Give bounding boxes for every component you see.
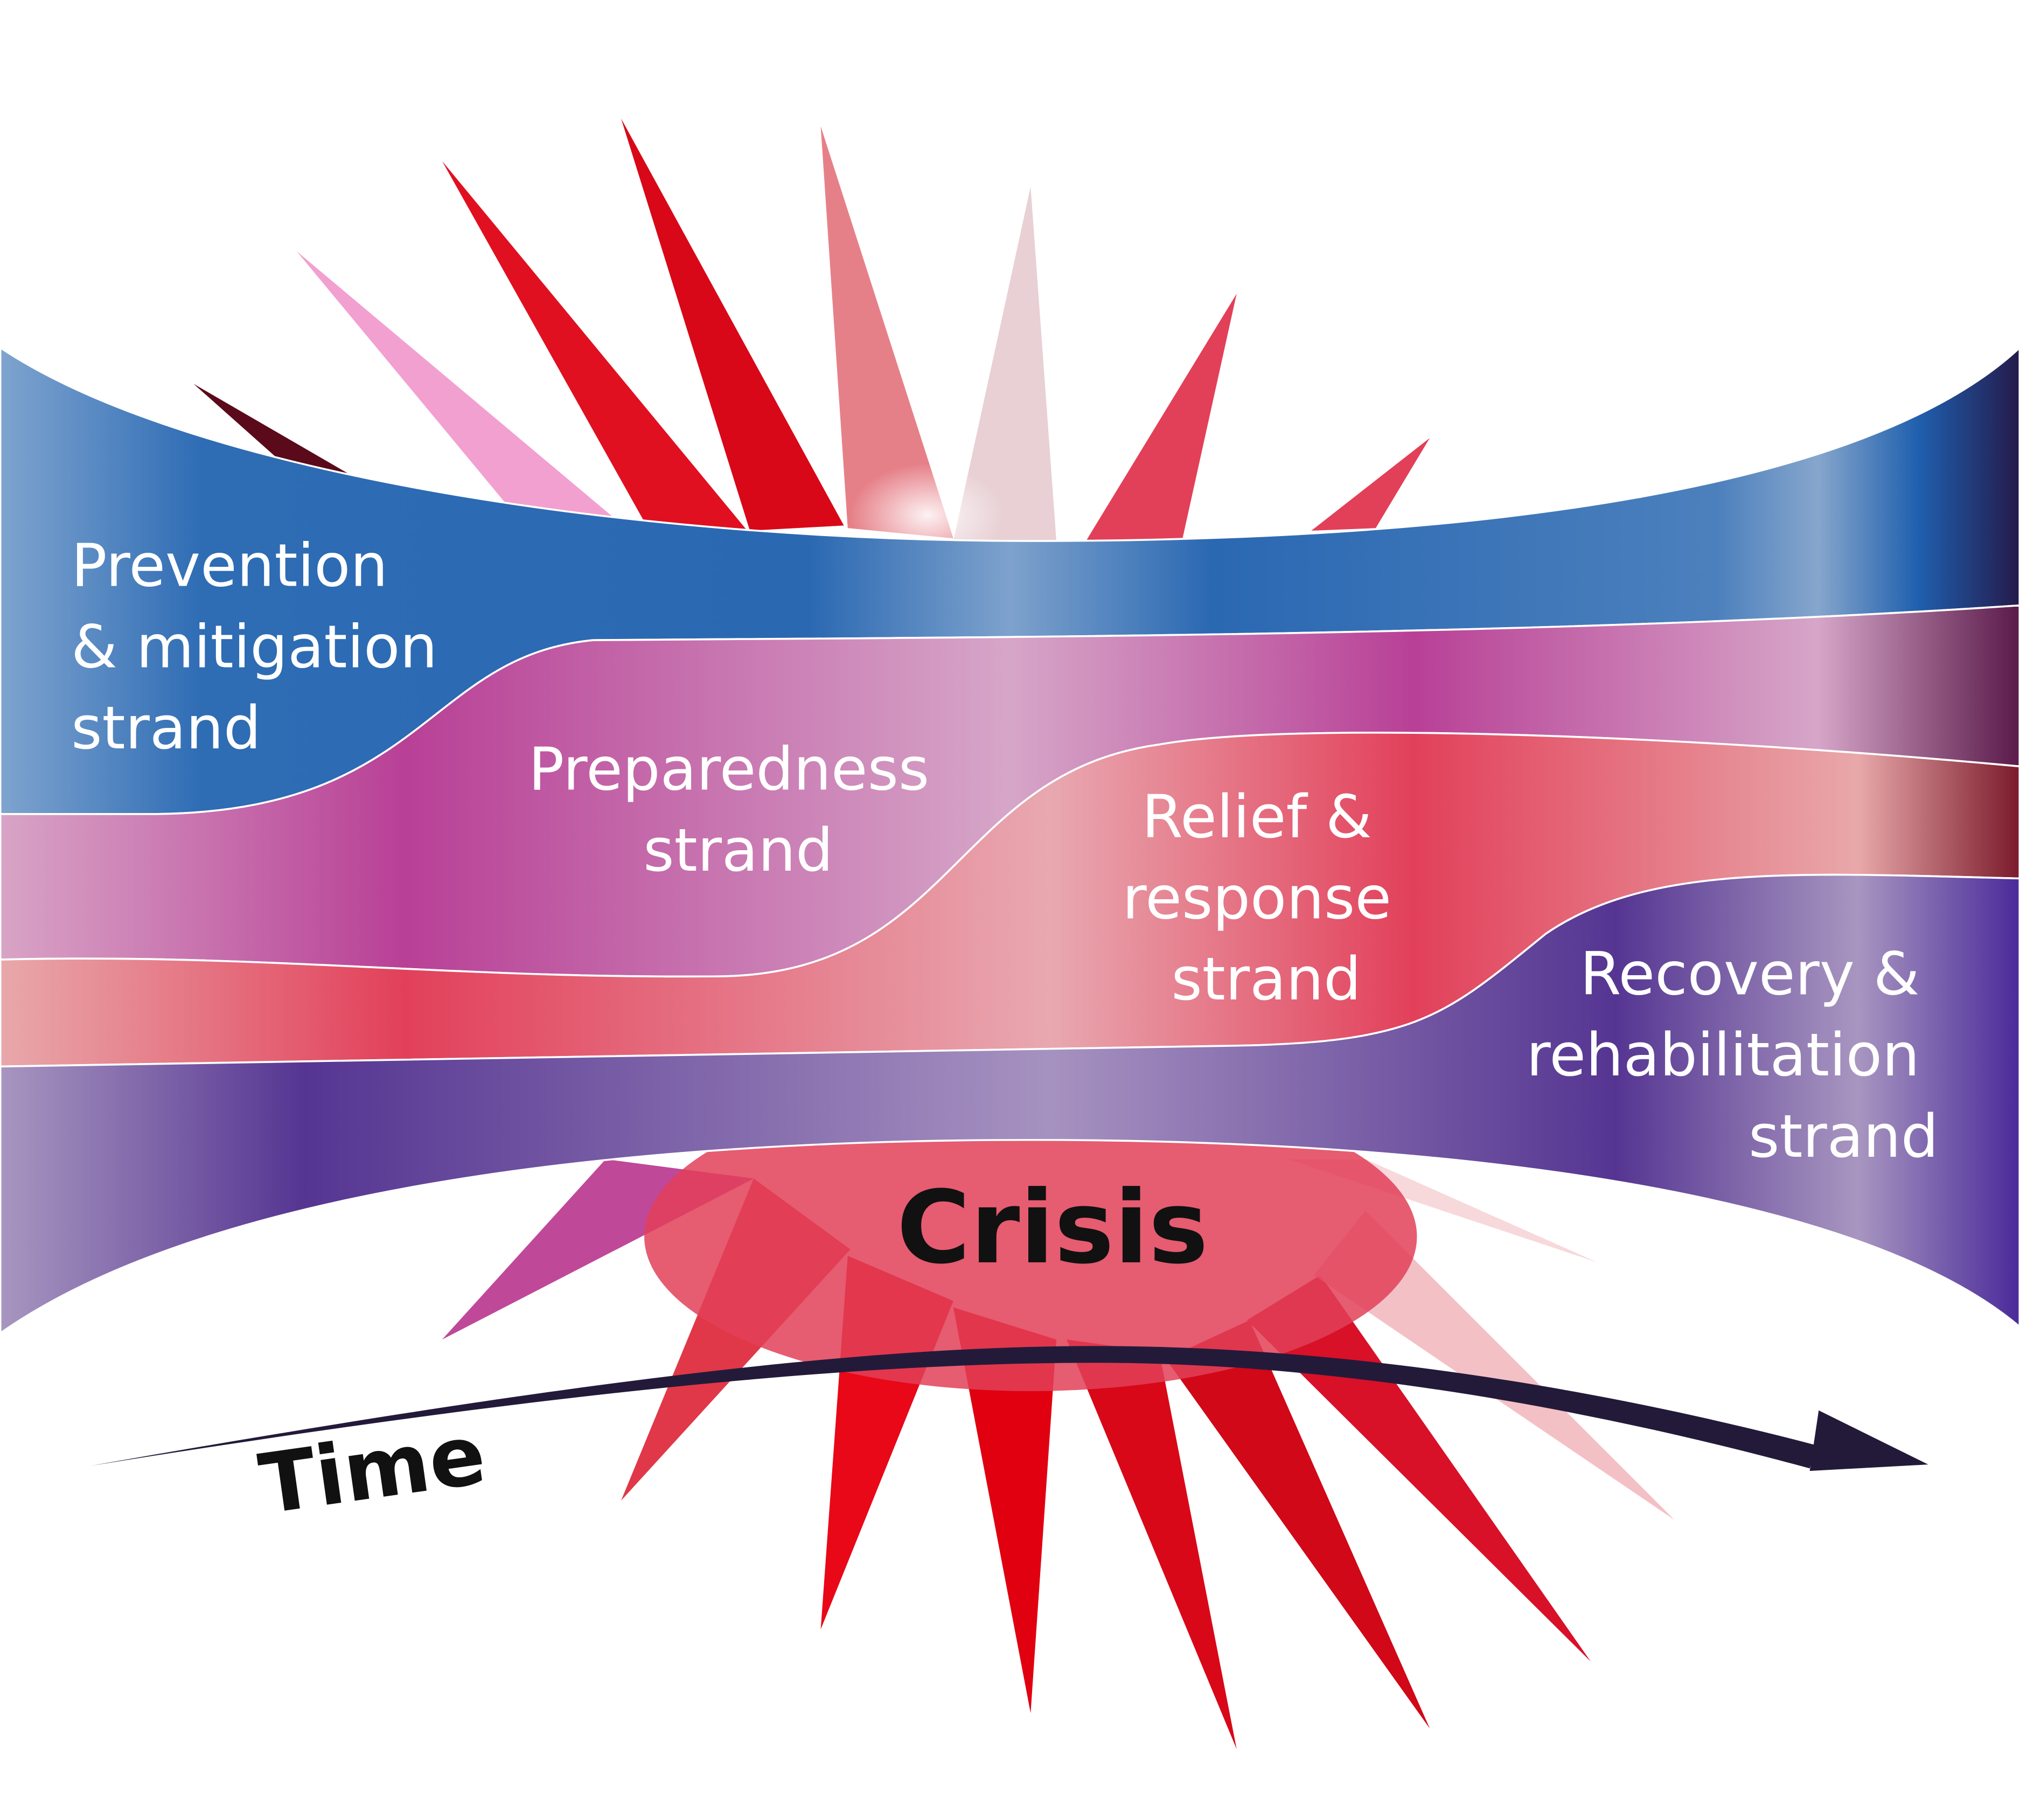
spike bbox=[621, 118, 844, 531]
spike bbox=[442, 161, 748, 531]
strands bbox=[0, 346, 2020, 1335]
crisis-core bbox=[644, 1082, 1417, 1391]
strand-label-prevention: Prevention & mitigation strand bbox=[71, 531, 456, 762]
spike bbox=[1166, 1320, 1430, 1729]
spike bbox=[820, 126, 953, 539]
strand-recovery-rehabilitation bbox=[0, 873, 2020, 1335]
spike bbox=[1086, 294, 1237, 541]
spike bbox=[953, 186, 1057, 541]
spike bbox=[1314, 1211, 1675, 1520]
time-arrow bbox=[90, 1346, 1928, 1471]
spike bbox=[193, 384, 387, 496]
time-label: Time bbox=[254, 1407, 491, 1533]
spike bbox=[953, 1307, 1057, 1713]
strand-label-preparedness: Preparedness strand bbox=[528, 734, 948, 885]
crisis-label: Crisis bbox=[897, 1169, 1209, 1286]
strand-label-recovery: Recovery & rehabilitation strand bbox=[1527, 940, 1939, 1171]
spike bbox=[1311, 437, 1430, 531]
strand-label-relief: Relief & response strand bbox=[1123, 782, 1410, 1013]
arrowhead-icon bbox=[1809, 1410, 1928, 1471]
